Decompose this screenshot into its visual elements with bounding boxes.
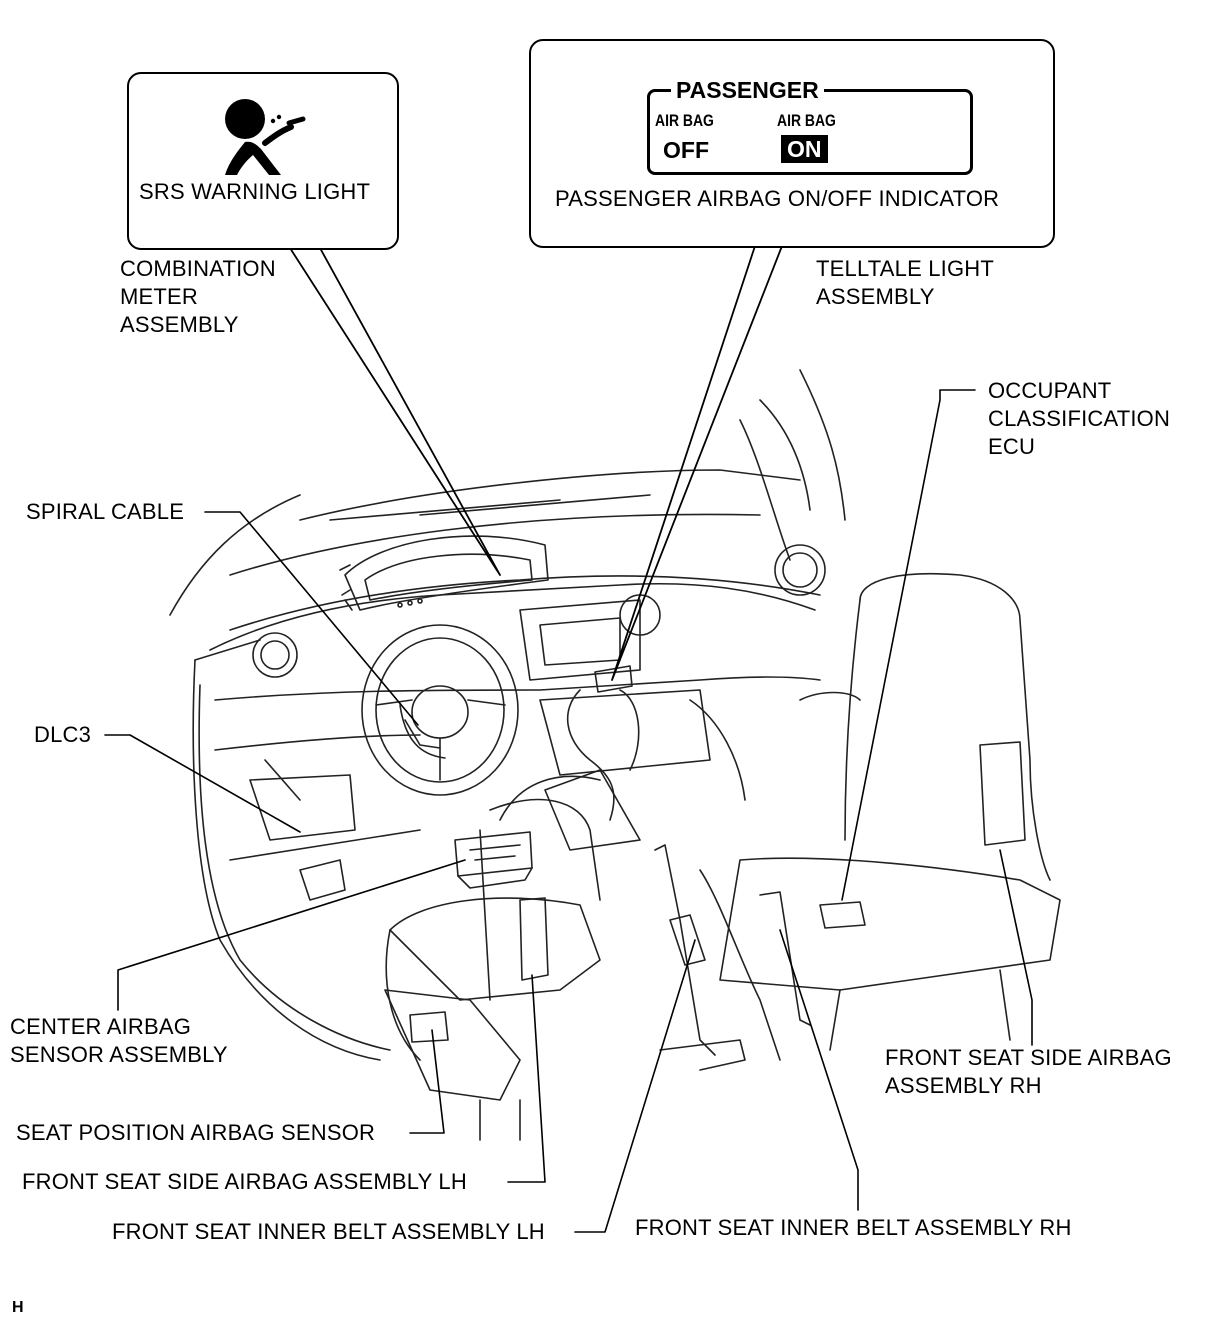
srs-warning-label: SRS WARNING LIGHT: [139, 179, 371, 204]
leader-lines: [104, 389, 1033, 1233]
label-side-airbag-lh: FRONT SEAT SIDE AIRBAG ASSEMBLY LH: [22, 1169, 467, 1194]
driver-seat: [384, 798, 601, 1141]
label-combination-meter: COMBINATION METER ASSEMBLY: [120, 256, 276, 337]
leader-inner-belt-rh: [779, 929, 859, 1211]
label-telltale-light: TELLTALE LIGHT ASSEMBLY: [816, 256, 995, 309]
right-airbag-small-label: AIR BAG: [777, 111, 836, 130]
passenger-indicator-label: PASSENGER AIRBAG ON/OFF INDICATOR: [555, 186, 1000, 211]
passenger-heading: PASSENGER: [671, 77, 824, 104]
passenger-callout-wedge: [611, 245, 783, 681]
center-console: [454, 689, 640, 889]
steering-wheel: [361, 624, 519, 796]
airbag-on-state: ON: [781, 135, 828, 163]
passenger-seat: [699, 572, 1061, 1061]
label-center-airbag-sensor: CENTER AIRBAG SENSOR ASSEMBLY: [10, 1014, 228, 1067]
passenger-airbag-callout: PASSENGER AIR BAG OFF AIR BAG ON PASSENG…: [529, 39, 1055, 248]
leader-inner-belt-lh: [574, 939, 696, 1233]
leader-spiral-cable: [204, 511, 419, 726]
airbag-off-state: OFF: [663, 137, 709, 163]
label-occupant-ecu: OCCUPANT CLASSIFICATION ECU: [988, 378, 1171, 459]
label-dlc3: DLC3: [34, 722, 92, 747]
label-inner-belt-rh: FRONT SEAT INNER BELT ASSEMBLY RH: [635, 1215, 1072, 1240]
airbag-warning-icon: [225, 99, 306, 175]
srs-callout-wedge: [289, 247, 501, 576]
vehicle-body-outline: [169, 369, 846, 1061]
leader-center-airbag-sensor: [117, 859, 466, 1011]
label-side-airbag-rh: FRONT SEAT SIDE AIRBAG ASSEMBLY RH: [885, 1045, 1172, 1098]
leader-side-airbag-lh: [507, 974, 546, 1183]
label-spiral-cable: SPIRAL CABLE: [26, 499, 185, 524]
label-seat-position-sensor: SEAT POSITION AIRBAG SENSOR: [16, 1120, 376, 1145]
dashboard: [209, 535, 826, 901]
leader-occupant-ecu: [841, 389, 976, 901]
leader-seat-position-sensor: [409, 1029, 445, 1134]
leader-side-airbag-rh: [999, 849, 1033, 1046]
label-inner-belt-lh: FRONT SEAT INNER BELT ASSEMBLY LH: [112, 1219, 545, 1244]
srs-warning-callout: SRS WARNING LIGHT: [127, 72, 399, 250]
left-airbag-small-label: AIR BAG: [655, 111, 714, 130]
leader-dlc3: [104, 734, 301, 833]
center-belts: [654, 844, 746, 1071]
footer-code: H: [12, 1299, 24, 1316]
